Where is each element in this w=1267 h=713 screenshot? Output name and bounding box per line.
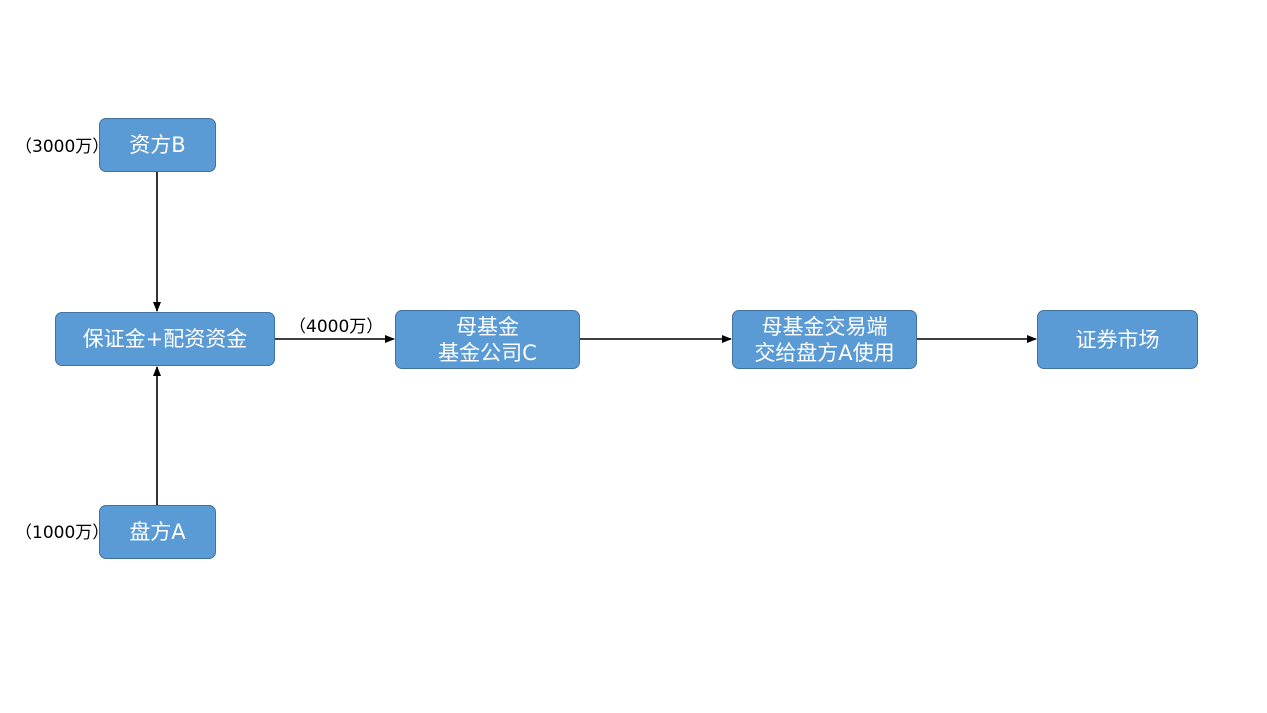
node-fund-pool: 保证金+配资资金: [55, 312, 275, 366]
node-securities-market-label: 证券市场: [1075, 327, 1160, 352]
node-investor-b: 资方B: [99, 118, 216, 172]
node-trading-terminal: 母基金交易端 交给盘方A使用: [732, 310, 917, 369]
amount-label-investor-b: （3000万）: [15, 137, 110, 157]
node-investor-b-label: 资方B: [129, 133, 186, 157]
node-trader-a: 盘方A: [99, 505, 216, 559]
node-trading-terminal-line-1: 母基金交易端: [761, 314, 888, 339]
node-securities-market: 证券市场: [1037, 310, 1198, 369]
node-fund-pool-label: 保证金+配资资金: [82, 327, 248, 351]
node-trader-a-label: 盘方A: [129, 520, 186, 544]
node-parent-fund-line-2: 基金公司C: [438, 340, 537, 365]
node-parent-fund: 母基金 基金公司C: [395, 310, 580, 369]
node-parent-fund-line-1: 母基金: [456, 314, 519, 339]
node-trading-terminal-line-2: 交给盘方A使用: [754, 340, 895, 365]
amount-label-fund-pool: （4000万）: [289, 317, 384, 337]
amount-label-trader-a: （1000万）: [15, 523, 110, 543]
